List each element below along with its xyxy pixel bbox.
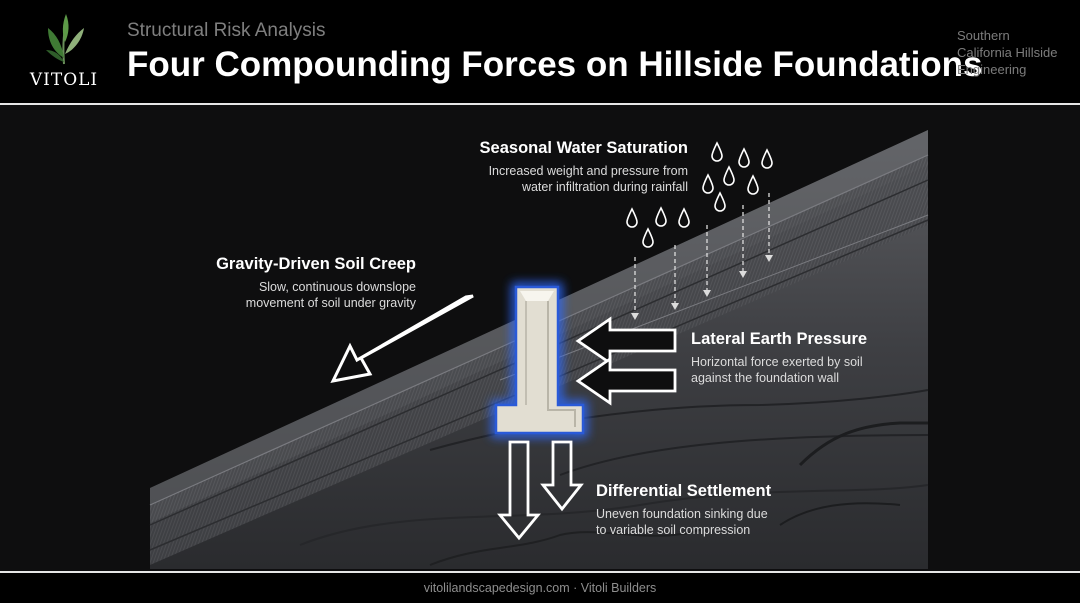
water-drop-icon — [738, 147, 750, 168]
diagram-area: Seasonal Water Saturation Increased weig… — [0, 105, 1080, 571]
water-drop-icon — [711, 141, 723, 162]
water-drop-icon — [714, 191, 726, 212]
water-drop-icon — [747, 174, 759, 195]
arrows-settlement — [497, 440, 584, 541]
force-creep-desc: Slow, continuous downslope movement of s… — [196, 279, 416, 311]
force-settlement-title: Differential Settlement — [596, 482, 772, 500]
desc-line: against the foundation wall — [691, 371, 840, 385]
force-creep: Gravity-Driven Soil Creep Slow, continuo… — [196, 255, 416, 311]
water-drop-icon — [642, 227, 654, 248]
force-settlement: Differential Settlement Uneven foundatio… — [596, 482, 826, 538]
water-drop-icon — [655, 206, 667, 227]
force-lateral-desc: Horizontal force exerted by soil against… — [691, 354, 921, 386]
desc-line: Horizontal force exerted by soil — [691, 355, 863, 369]
water-drop-icon — [723, 165, 735, 186]
infiltration-arrows — [631, 193, 773, 320]
force-settlement-desc: Uneven foundation sinking due to variabl… — [596, 506, 826, 538]
region-line: Southern — [957, 28, 1010, 43]
page-title: Four Compounding Forces on Hillside Foun… — [127, 45, 983, 84]
desc-line: Slow, continuous downslope — [258, 280, 416, 294]
page-subtitle: Structural Risk Analysis — [127, 20, 326, 41]
force-water-desc: Increased weight and pressure from water… — [440, 163, 688, 195]
force-creep-title: Gravity-Driven Soil Creep — [216, 255, 416, 273]
header: VITOLI Structural Risk Analysis Four Com… — [0, 0, 1080, 103]
force-water: Seasonal Water Saturation Increased weig… — [440, 139, 688, 195]
force-water-title: Seasonal Water Saturation — [479, 139, 688, 157]
force-lateral-title: Lateral Earth Pressure — [691, 330, 868, 348]
header-divider — [0, 103, 1080, 105]
logo: VITOLI — [26, 12, 102, 92]
desc-line: movement of soil under gravity — [245, 296, 416, 310]
desc-line: Uneven foundation sinking due — [596, 507, 768, 521]
region-label: Southern California Hillside Engineering — [957, 27, 1075, 78]
water-drop-icon — [761, 148, 773, 169]
desc-line: water infiltration during rainfall — [521, 180, 688, 194]
region-line: California Hillside — [957, 45, 1058, 60]
footer-credit: vitolilandscapedesign.com · Vitoli Build… — [0, 573, 1080, 603]
foundation — [491, 282, 588, 438]
water-drop-icon — [702, 173, 714, 194]
arrows-lateral-pressure — [575, 316, 677, 406]
desc-line: Increased weight and pressure from — [488, 164, 688, 178]
water-drop-icon — [626, 207, 638, 228]
region-line: Engineering — [957, 62, 1027, 77]
rain-droplets — [626, 141, 773, 248]
footer-divider — [0, 571, 1080, 573]
brand-wordmark: VITOLI — [29, 70, 99, 90]
desc-line: to variable soil compression — [596, 523, 751, 537]
arrow-soil-creep — [330, 294, 474, 384]
water-drop-icon — [678, 207, 690, 228]
hillside-diagram — [149, 130, 929, 569]
olive-leaf-icon — [46, 14, 84, 65]
force-lateral: Lateral Earth Pressure Horizontal force … — [691, 330, 921, 386]
